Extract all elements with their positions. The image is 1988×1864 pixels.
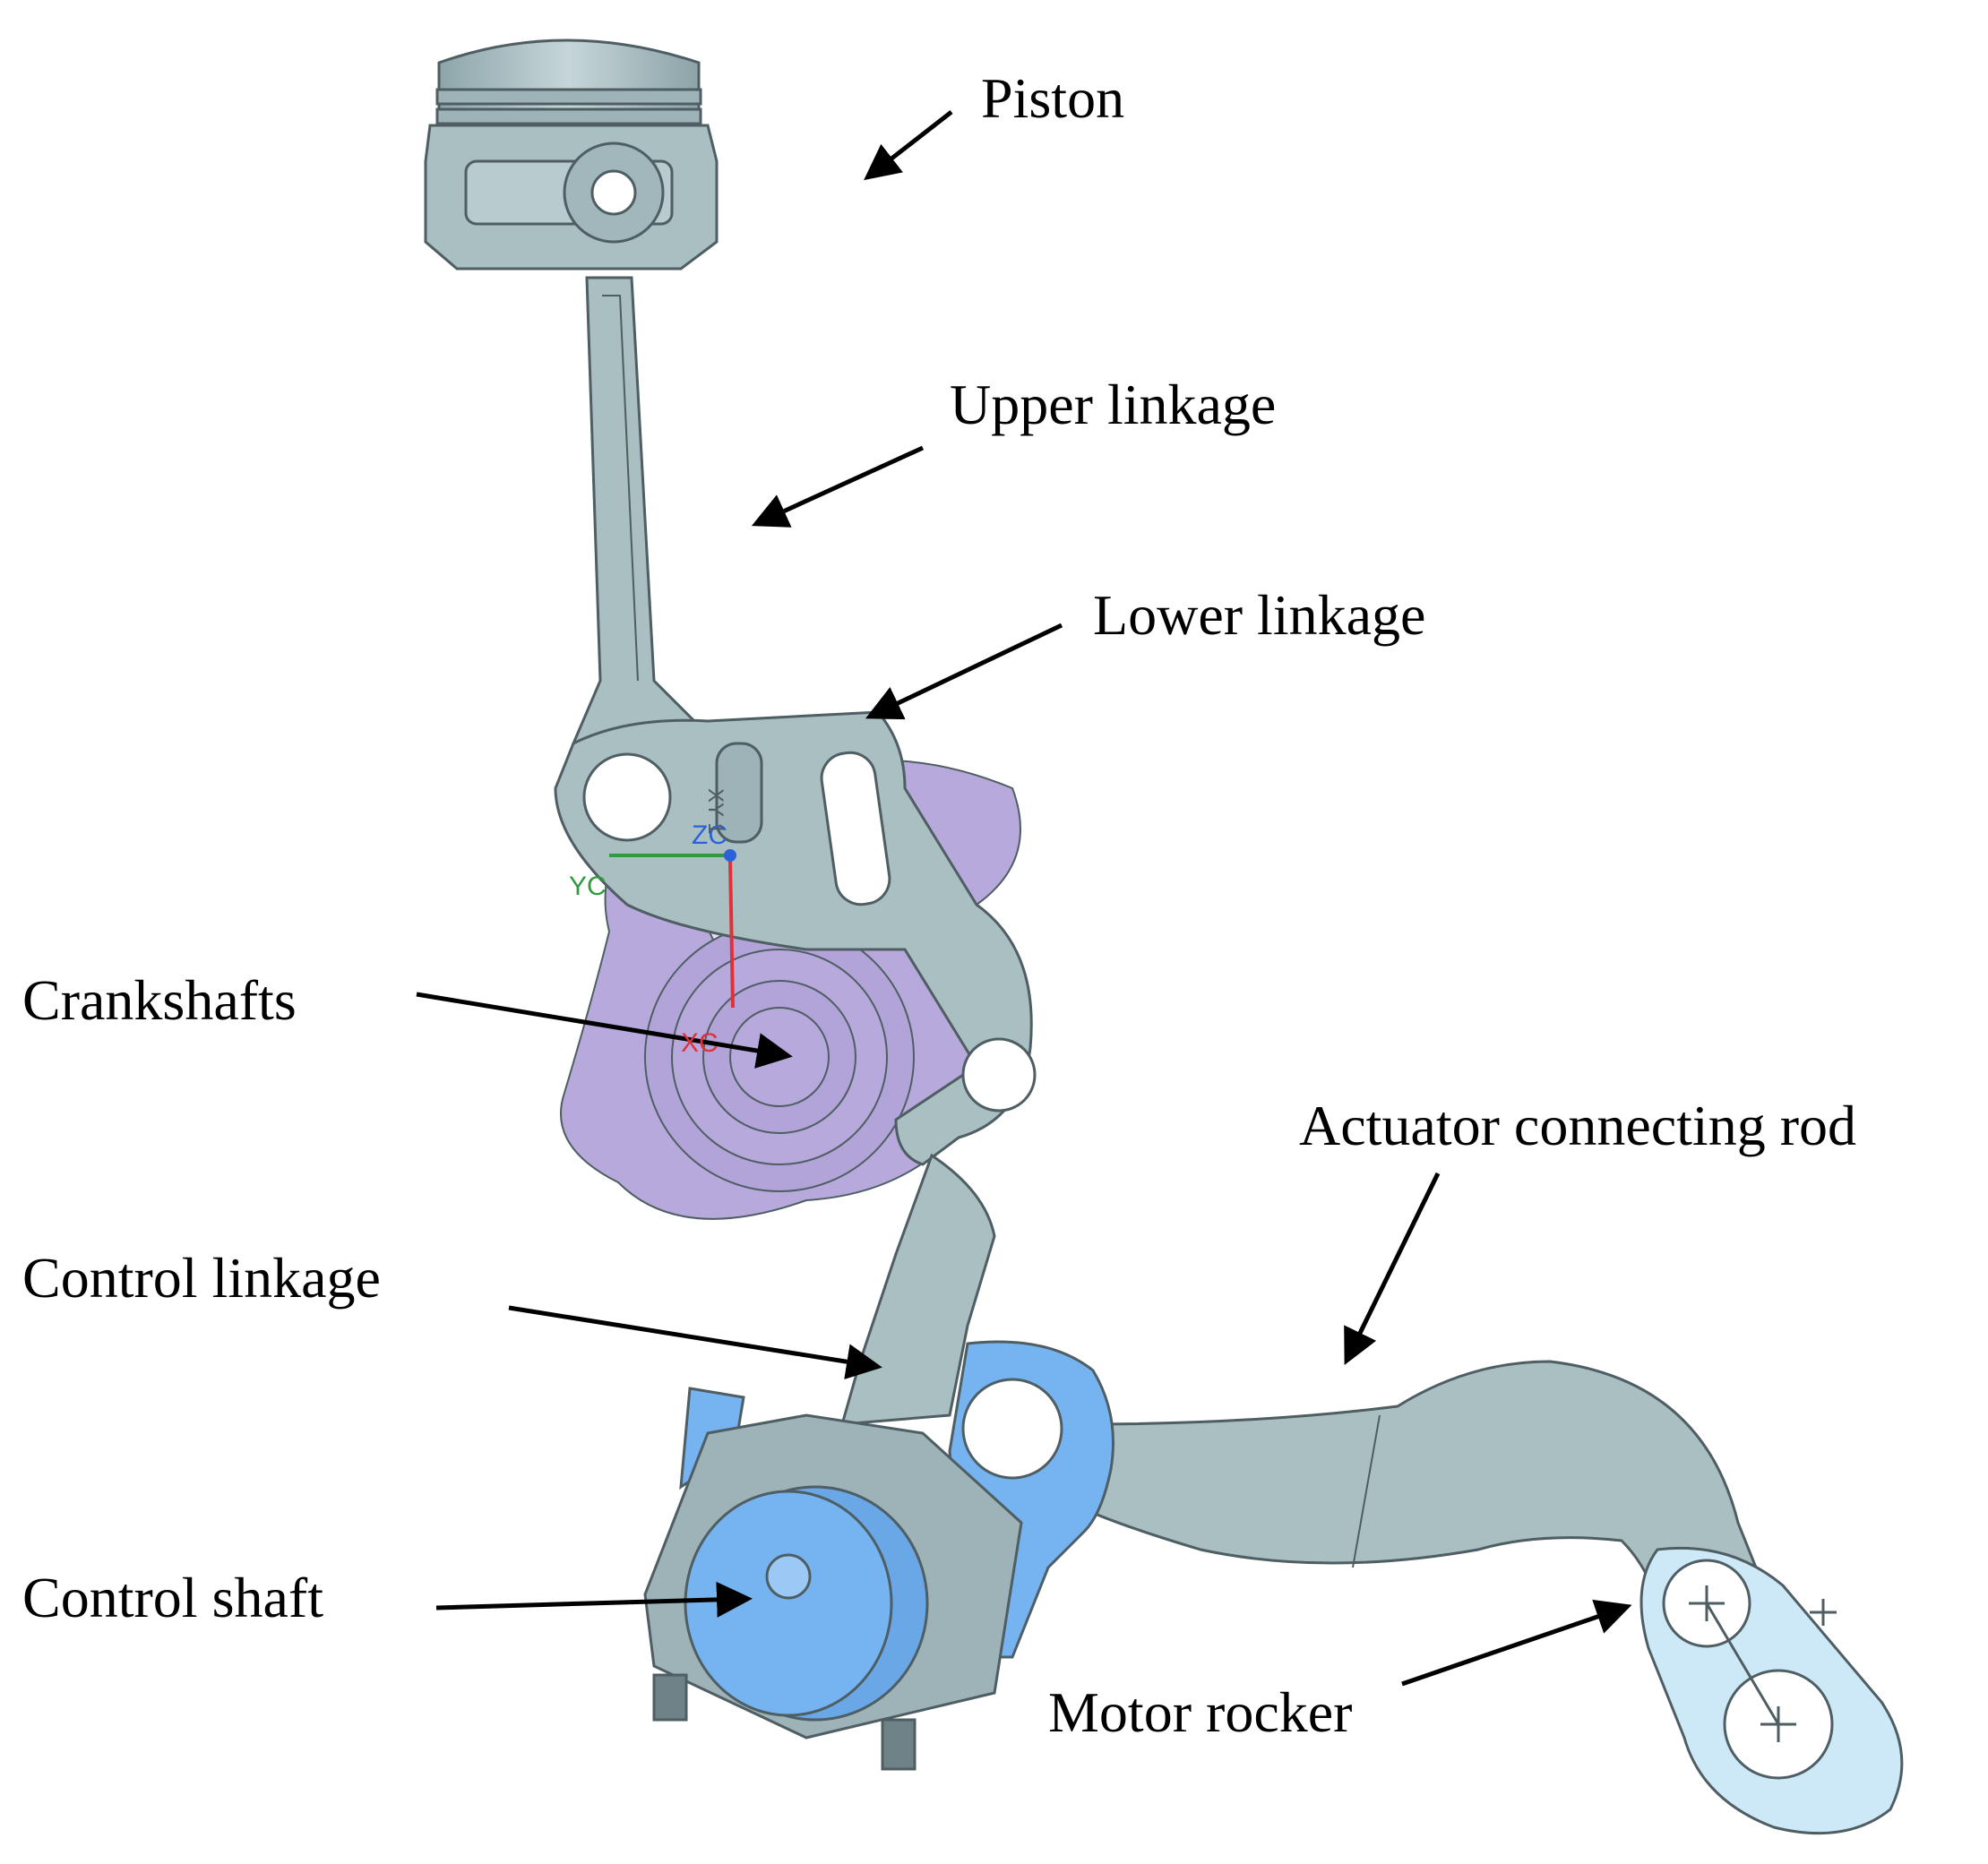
motor-rocker-label: Motor rocker xyxy=(1048,1680,1353,1744)
piston-arrow xyxy=(864,110,953,181)
axis-x-label: XC xyxy=(681,1028,719,1058)
control-shaft-label: Control shaft xyxy=(22,1566,323,1629)
control-linkage-label: Control linkage xyxy=(22,1246,381,1310)
crankshafts-arrow xyxy=(416,992,793,1069)
control-linkage-arrow xyxy=(508,1305,882,1380)
crankshafts-label: Crankshafts xyxy=(22,968,297,1032)
motor-rocker-part xyxy=(1639,1546,1904,1835)
upper-linkage-label: Upper linkage xyxy=(950,373,1277,436)
piston-label: Piston xyxy=(981,66,1125,130)
axis-z-label: ZC xyxy=(692,820,727,850)
upper-linkage-arrow xyxy=(751,445,925,528)
axis-y-label: YC xyxy=(569,872,607,901)
actuator-rod-arrow xyxy=(1344,1172,1441,1365)
control-shaft-arrow xyxy=(435,1581,753,1618)
lower-linkage-label: Lower linkage xyxy=(1093,583,1426,647)
coordinate-triad xyxy=(609,849,736,1009)
lower-linkage-arrow xyxy=(865,623,1063,720)
upper-linkage-part xyxy=(572,276,701,772)
control-shaft-part xyxy=(684,1485,929,1722)
piston-part xyxy=(424,39,719,271)
motor-rocker-arrow xyxy=(1401,1599,1632,1687)
part-stamp: XY 1 xyxy=(703,788,727,835)
lower-linkage-part xyxy=(554,710,1037,1166)
leader-arrows xyxy=(416,110,1632,1687)
actuator-rod-label: Actuator connecting rod xyxy=(1299,1094,1856,1157)
